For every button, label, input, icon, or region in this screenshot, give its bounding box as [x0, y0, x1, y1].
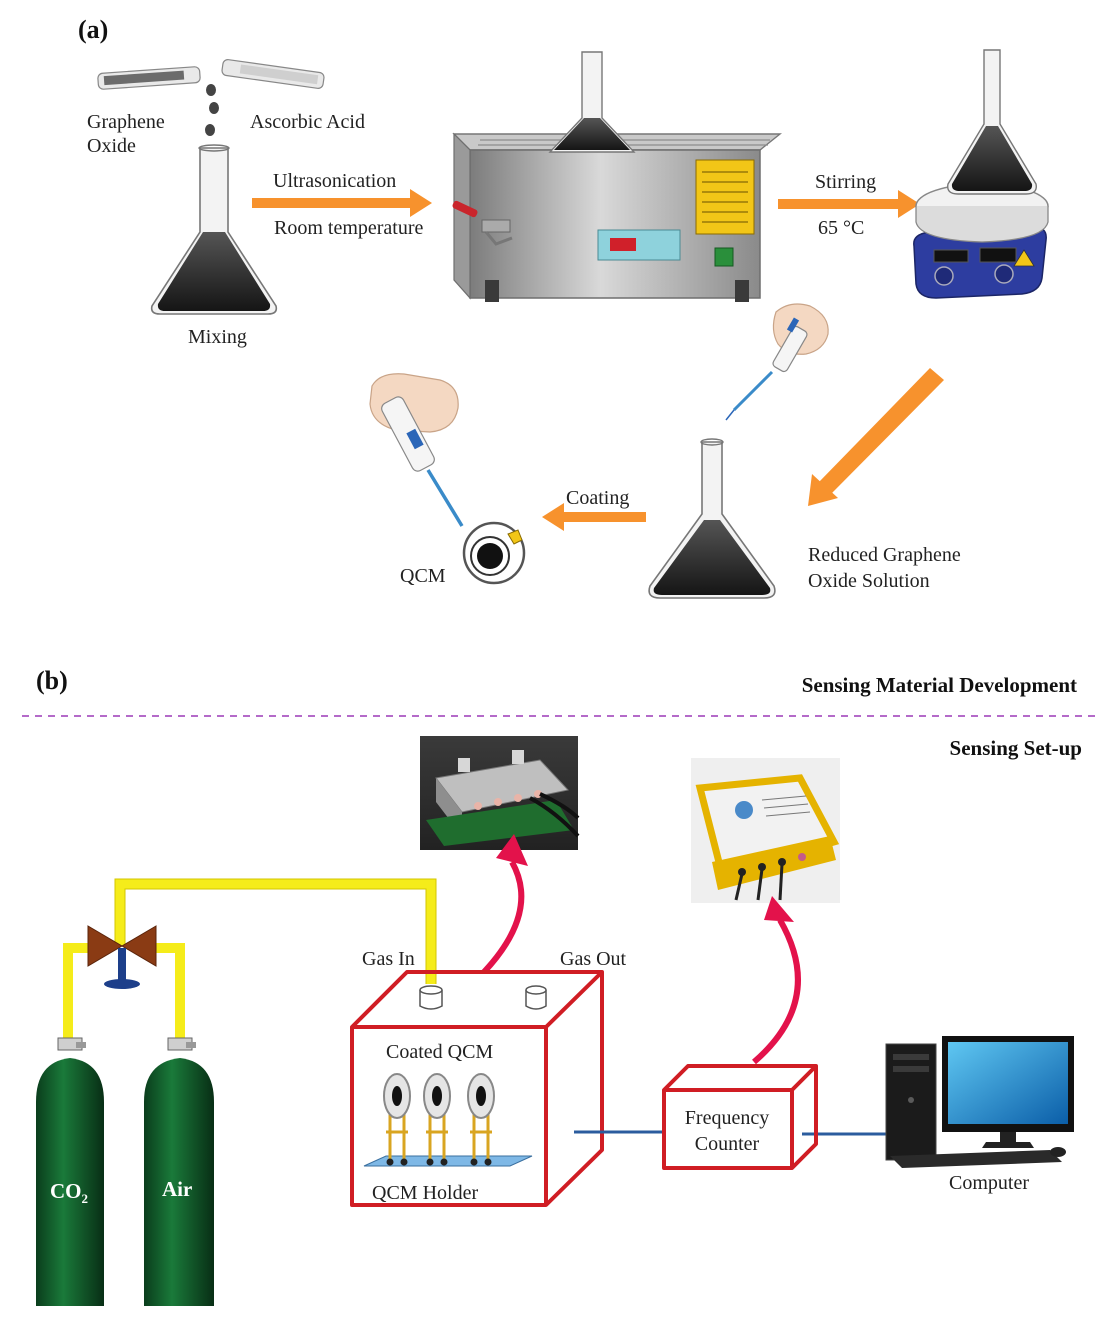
- chamber-photo-arrow: [481, 834, 528, 975]
- coating-label: Coating: [566, 487, 629, 509]
- qcm-crystal-icon: [462, 521, 526, 585]
- frequency-counter-label-line1: Frequency: [685, 1107, 769, 1129]
- gas-out-label: Gas Out: [560, 948, 627, 970]
- gas-ports-icon: [419, 985, 547, 1010]
- room-temperature-label: Room temperature: [274, 217, 424, 239]
- coating-pipette-hand-icon: [369, 373, 464, 527]
- ultrasonic-bath-icon: [452, 132, 782, 302]
- co2-cylinder-label: CO2: [50, 1179, 88, 1206]
- computer-label: Computer: [949, 1172, 1029, 1194]
- qcm-chamber-photo: [420, 736, 580, 850]
- air-cylinder-label: Air: [162, 1177, 192, 1201]
- ascorbic-acid-tube-icon: [221, 59, 325, 89]
- coated-qcm-label: Coated QCM: [386, 1041, 493, 1063]
- bath-flask-icon: [548, 51, 636, 153]
- frequency-counter-label-line2: Counter: [695, 1133, 760, 1155]
- reduced-go-label-line1: Reduced Graphene: [808, 544, 961, 566]
- section-sensing-setup: Sensing Set-up: [950, 736, 1082, 760]
- co2-cylinder-icon: [36, 1037, 104, 1306]
- stirring-arrow: [778, 190, 920, 218]
- pipette-hand-icon: [725, 303, 829, 421]
- mixing-label: Mixing: [188, 326, 247, 348]
- counter-photo-arrow: [752, 896, 801, 1065]
- qcm-label: QCM: [400, 565, 446, 587]
- hot-plate-stirrer-icon: [913, 183, 1049, 299]
- gas-in-label: Gas In: [362, 948, 415, 970]
- graphene-oxide-tube-icon: [97, 66, 201, 90]
- gas-chamber-box: [350, 970, 604, 1207]
- stirrer-flask-icon: [947, 49, 1037, 195]
- frequency-counter-box: [662, 1064, 818, 1170]
- graphene-oxide-label-line1: Graphene: [87, 111, 165, 133]
- air-cylinder-icon: [144, 1037, 214, 1306]
- reduced-go-label-line2: Oxide Solution: [808, 570, 930, 592]
- qcm-holder-icon: [363, 1073, 533, 1167]
- graphene-oxide-label-line2: Oxide: [87, 135, 136, 157]
- qcm-holder-label: QCM Holder: [372, 1182, 478, 1204]
- gas-pipe-outline: [114, 878, 437, 984]
- reduced-go-flask-icon: [648, 438, 776, 599]
- frequency-counter-photo: [691, 758, 840, 903]
- stirring-label: Stirring: [815, 171, 876, 193]
- ultrasonication-label: Ultrasonication: [273, 170, 396, 192]
- transfer-arrow: [808, 368, 944, 506]
- ultrasonication-arrow: [252, 189, 432, 217]
- ascorbic-acid-label: Ascorbic Acid: [250, 111, 365, 133]
- section-material-development: Sensing Material Development: [802, 673, 1077, 697]
- temperature-65-label: 65 °C: [818, 217, 864, 239]
- panel-b-label: (b): [36, 666, 68, 695]
- panel-a-label: (a): [78, 15, 108, 44]
- computer-icon: [885, 1036, 1074, 1168]
- mixing-flask-icon: [150, 144, 278, 315]
- coating-arrow: [542, 503, 646, 531]
- mixing-valve-icon: [87, 925, 157, 989]
